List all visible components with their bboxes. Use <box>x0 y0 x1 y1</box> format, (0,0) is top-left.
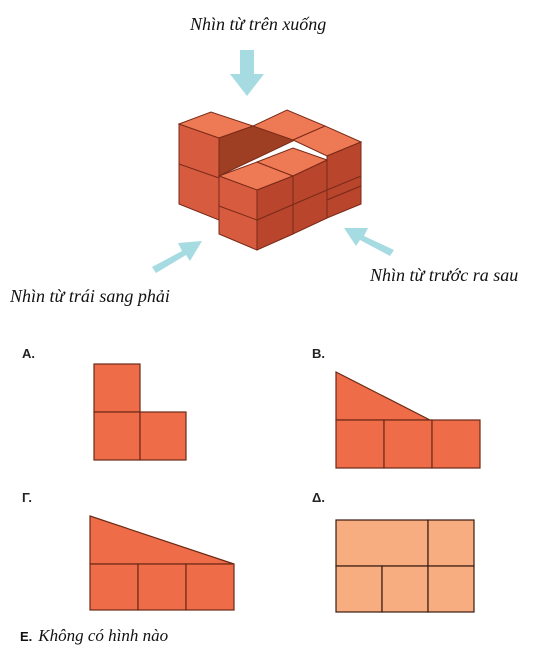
brick-left-back <box>178 123 220 221</box>
top-view-label: Nhìn từ trên xuống <box>190 14 327 34</box>
option-d-label: Δ. <box>312 490 325 505</box>
option-e-text: Không có hình nào <box>38 626 169 645</box>
option-a-label: A. <box>22 346 35 361</box>
front-view-label: Nhìn từ trước ra sau <box>370 265 519 285</box>
option-d-figure[interactable] <box>332 516 482 616</box>
left-view-label: Nhìn từ trái sang phải <box>10 286 170 306</box>
brick-front-4 <box>326 185 362 219</box>
diagonal-arrow-icon <box>152 241 202 273</box>
option-e[interactable]: E. Không có hình nào <box>20 626 168 646</box>
option-b-figure[interactable] <box>332 362 492 472</box>
brick-model-3d <box>177 109 363 251</box>
option-b-label: B. <box>312 346 325 361</box>
left-arrow-icon <box>344 228 394 256</box>
option-c-label: Γ. <box>22 490 32 505</box>
down-arrow-icon <box>230 50 264 96</box>
option-e-label: E. <box>20 629 33 644</box>
option-c-figure[interactable] <box>84 510 244 620</box>
option-a-figure[interactable] <box>90 358 200 468</box>
